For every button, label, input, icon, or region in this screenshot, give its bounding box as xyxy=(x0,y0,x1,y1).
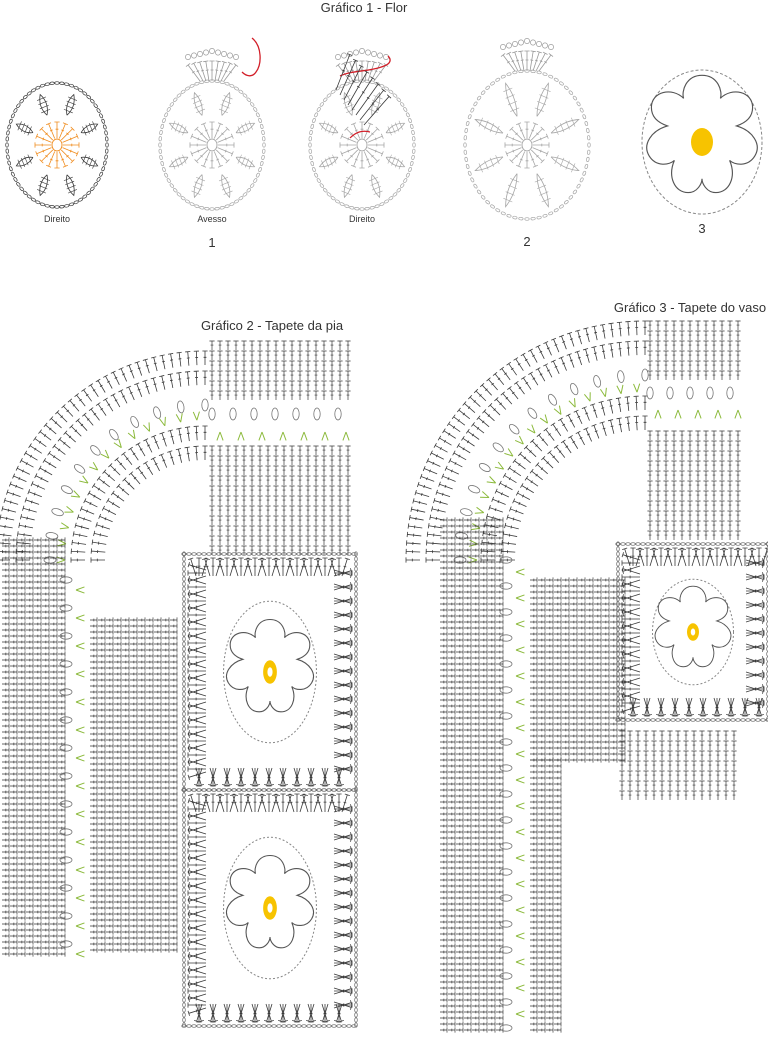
chart1-title: Gráfico 1 - Flor xyxy=(321,0,408,15)
step-number-2: 2 xyxy=(523,234,530,249)
label-direito-1: Direito xyxy=(44,214,70,224)
sink-mat-flower-squares xyxy=(181,551,358,1028)
toilet-mat-chart xyxy=(405,320,768,1033)
flower-step1-front xyxy=(5,81,109,209)
step-number-3: 3 xyxy=(698,221,705,236)
toilet-mat-flower-square xyxy=(615,541,768,722)
sink-mat-corner-arcs xyxy=(0,350,209,564)
flower-step3 xyxy=(641,69,763,215)
flower-center xyxy=(691,128,713,156)
toilet-mat-stitch-rows xyxy=(440,320,742,1033)
step-number-1: 1 xyxy=(208,235,215,250)
flower-step2 xyxy=(463,38,591,221)
flower-step1-back xyxy=(158,37,266,211)
toilet-mat-corner-arcs xyxy=(405,320,649,564)
chart2-title: Gráfico 2 - Tapete da pia xyxy=(201,318,344,333)
sink-mat-stitch-rows xyxy=(2,340,351,958)
chart3-title: Gráfico 3 - Tapete do vaso xyxy=(614,300,766,315)
label-direito-2: Direito xyxy=(349,214,375,224)
flower-step1-front-petals xyxy=(308,48,416,211)
sink-mat-chart xyxy=(0,340,358,1028)
label-avesso: Avesso xyxy=(197,214,226,224)
